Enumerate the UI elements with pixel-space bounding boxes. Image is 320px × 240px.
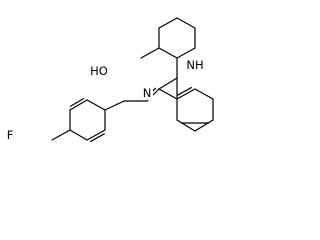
imine-n-label-background bbox=[141, 86, 153, 100]
bond-b5-b6 bbox=[86, 129, 106, 141]
bond-c9a-c8a bbox=[158, 88, 178, 100]
hydroxyl-label-background bbox=[88, 64, 110, 78]
bond-c7-c8 bbox=[194, 119, 214, 132]
atom-label-fluorine: F bbox=[7, 128, 14, 142]
bond-b1-b2 bbox=[86, 99, 106, 111]
bond-b4-b5 bbox=[69, 129, 88, 141]
bond-a2-a3 bbox=[176, 17, 196, 29]
atom-label-nh: NH bbox=[186, 58, 203, 72]
double-bond-b5-b6 bbox=[90, 133, 105, 143]
bond-a10a-a1c bbox=[140, 47, 160, 59]
atom-label-hydroxyl: HO bbox=[90, 64, 108, 78]
bond-a1-a2 bbox=[158, 17, 178, 29]
bond-ch2-b1 bbox=[104, 100, 125, 111]
bond-c8-c9 bbox=[176, 119, 196, 132]
bond-c8a-c5 bbox=[176, 88, 196, 100]
bond-a4-a4a bbox=[176, 47, 196, 59]
double-bond-c5-c8a bbox=[177, 86, 192, 96]
bond-a4a-a10a bbox=[158, 47, 178, 59]
bond-lines bbox=[51, 17, 214, 143]
double-bond-b2-b3 bbox=[69, 98, 85, 107]
atom-label-imine-n: N bbox=[143, 86, 152, 100]
fluorine-label-background bbox=[4, 128, 16, 142]
molecule-structure: NH HO N F bbox=[4, 17, 214, 143]
bond-c5-c6 bbox=[194, 88, 214, 100]
atom-labels: NH HO N F bbox=[4, 58, 205, 142]
bond-c4a-c9a bbox=[158, 77, 178, 90]
bond-b4-f bbox=[51, 129, 71, 141]
bond-b2-b3 bbox=[69, 99, 88, 111]
nh-label-background bbox=[183, 58, 205, 72]
